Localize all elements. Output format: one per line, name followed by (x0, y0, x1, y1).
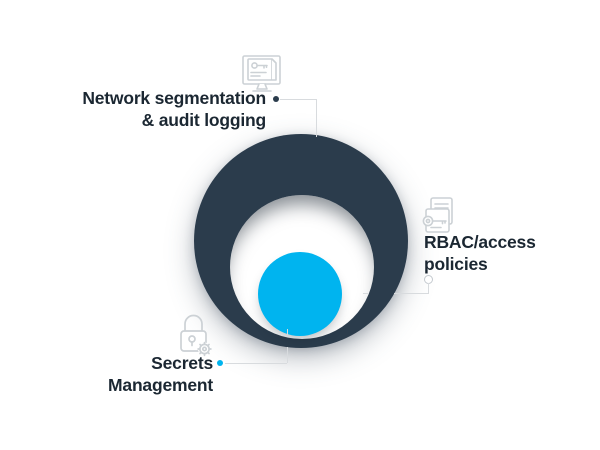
secrets-label-dot (217, 360, 223, 366)
network-label-line1: Network segmentation (82, 88, 266, 108)
rbac-access-policies-label: RBAC/access policies (424, 231, 536, 275)
monitor-audit-log-icon (239, 50, 285, 95)
rbac-connector-line-v (428, 283, 429, 293)
network-connector-line-v (316, 99, 317, 137)
rbac-label-line1: RBAC/access (424, 232, 536, 252)
secrets-connector-line-v (287, 329, 288, 335)
rbac-label-line2: policies (424, 254, 488, 274)
policy-document-key-icon (419, 196, 461, 238)
network-connector-line-h (280, 99, 316, 100)
rbac-connector-line-h2 (394, 293, 429, 294)
rbac-connector-line-h (363, 293, 368, 294)
secrets-management-label: Secrets Management (108, 352, 213, 396)
inner-ring-secrets-management (258, 252, 342, 336)
network-segmentation-label: Network segmentation & audit logging (82, 87, 266, 131)
network-label-line2: & audit logging (141, 110, 267, 130)
padlock-gear-icon (171, 311, 217, 358)
secrets-label-line2: Management (108, 375, 213, 395)
secrets-connector-line-v2 (287, 347, 288, 363)
secrets-label-line1: Secrets (151, 353, 213, 373)
secrets-connector-line-h (225, 363, 287, 364)
network-label-dot (273, 96, 279, 102)
